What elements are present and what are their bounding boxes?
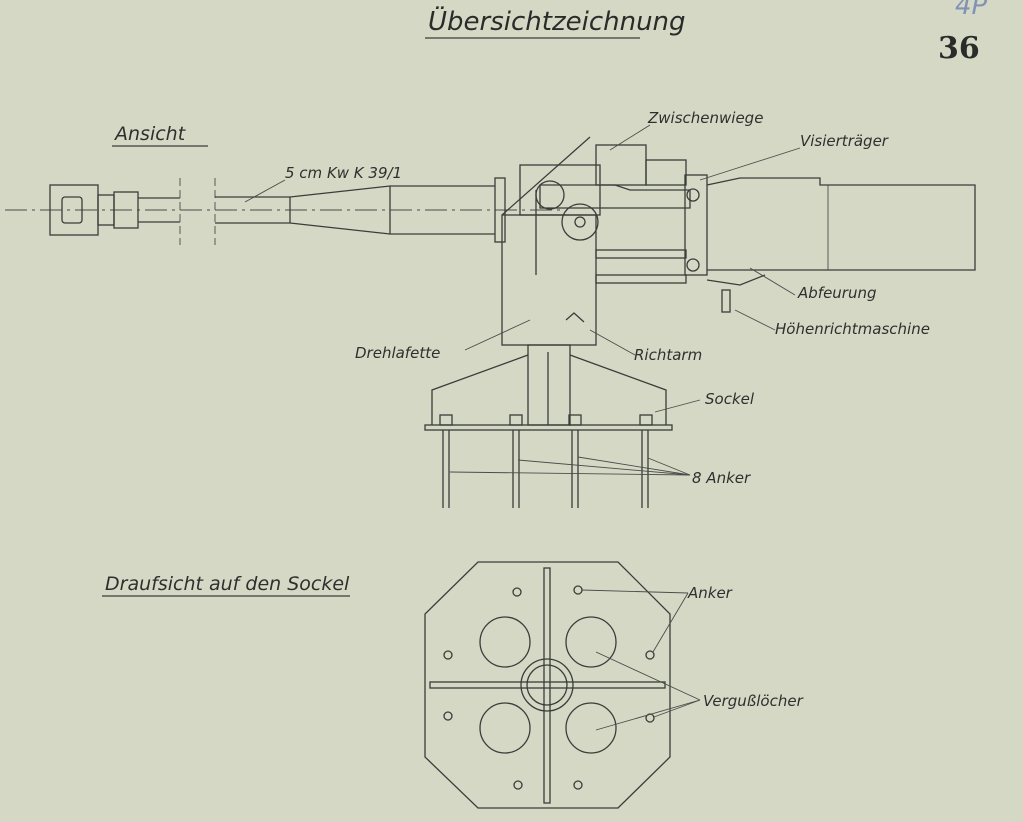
- elevation-wheel: [561, 203, 599, 241]
- label-sight-carrier: Visierträger: [800, 132, 889, 150]
- label-anchors: 8 Anker: [692, 469, 751, 487]
- handwritten-note: 4P: [955, 0, 988, 21]
- sight-bracket: [684, 174, 708, 276]
- muzzle-brake: [49, 184, 180, 236]
- wheel-hub: [574, 216, 586, 228]
- leader-lines: [244, 124, 801, 476]
- label-grout-holes: Vergußlöcher: [703, 692, 804, 710]
- rib-vertical: [543, 567, 551, 804]
- firing-knob: [686, 258, 700, 272]
- firing-lever: [706, 274, 766, 286]
- side-view: Ansicht: [5, 109, 976, 508]
- shield-brace: [501, 136, 591, 216]
- lower-rod: [595, 249, 687, 259]
- lower-rod: [595, 274, 687, 284]
- label-anchor: Anker: [687, 584, 733, 602]
- rib-horizontal: [429, 681, 666, 689]
- anchor-holes: [443, 585, 655, 790]
- anchor-bolts: [439, 414, 653, 508]
- elevating-gear-handle: [721, 289, 731, 313]
- label-intermediate-cradle: Zwischenwiege: [647, 109, 763, 127]
- drawing-title: Übersichtzeichnung: [428, 5, 686, 37]
- page-number: 36: [938, 31, 980, 66]
- center-column-inner: [526, 664, 568, 706]
- barrel-collar: [494, 177, 506, 243]
- breech-housing: [706, 177, 976, 271]
- label-elevating-gear: Höhenrichtmaschine: [775, 320, 930, 338]
- cradle-upper: [519, 164, 601, 216]
- cradle-part: [645, 159, 687, 186]
- top-view-heading: Draufsicht auf den Sockel: [105, 573, 350, 595]
- trunnion: [535, 180, 565, 210]
- pivot-mount-body: [501, 214, 597, 346]
- side-view-heading: Ansicht: [113, 123, 187, 145]
- aiming-arm-mark: [565, 312, 585, 323]
- center-column: [520, 658, 574, 712]
- top-view: Draufsicht auf den Sockel Anker Vergußlö…: [102, 561, 804, 809]
- label-aiming-arm: Richtarm: [634, 346, 702, 364]
- sight-knob: [686, 188, 700, 202]
- label-pedestal: Sockel: [705, 390, 755, 408]
- label-pivot-mount: Drehlafette: [355, 344, 440, 362]
- pedestal-plate-octagon: [424, 561, 671, 809]
- base-plate: [424, 424, 673, 431]
- pedestal-column: [527, 344, 571, 426]
- leader-lines: [581, 589, 701, 731]
- intermediate-cradle: [595, 144, 647, 186]
- label-gun: 5 cm Kw K 39/1: [285, 164, 402, 182]
- pedestal-flanges: [431, 354, 667, 425]
- grout-holes: [479, 616, 617, 754]
- gun-barrel: [215, 185, 495, 235]
- label-firing-mechanism: Abfeurung: [797, 284, 877, 302]
